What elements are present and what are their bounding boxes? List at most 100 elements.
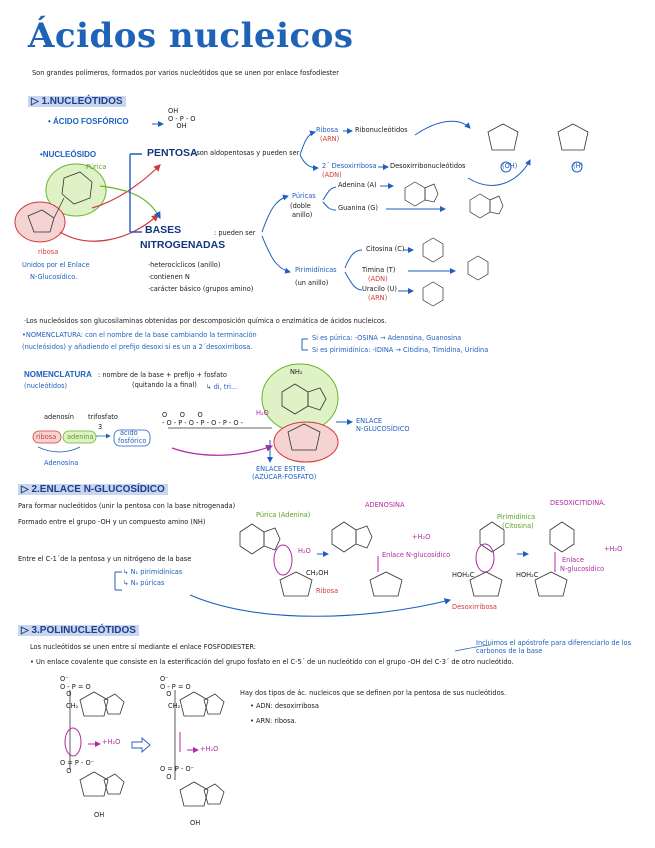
nomenclatura-line-1: •NOMENCLATURA: con el nombre de la base …: [22, 331, 257, 339]
s2-h2o-1: H₂O: [298, 547, 311, 555]
example-ribosa: ribosa: [36, 433, 57, 441]
s3-tipos: Hay dos tipos de ác. nucleicos que se de…: [240, 689, 507, 697]
note-glucosilaminas: ·Los nucleósidos son glucosilaminas obte…: [24, 317, 387, 325]
s3-phosphate-mid-2: O = P - O⁻ O: [160, 765, 195, 781]
pirimidinicas-label: Pirimidínicas: [295, 266, 337, 274]
s3-phosphate-mid-1: O = P - O⁻ O: [60, 759, 95, 775]
adenosina-title: ADENOSINA: [365, 501, 405, 509]
pirimidinicas-sub: (un anillo): [295, 279, 329, 287]
s3-arn: • ARN: ribosa.: [250, 717, 297, 725]
desoxirribosa-adn: (ADN): [322, 171, 342, 179]
enlace-ester-1: ENLACE ESTER: [256, 465, 306, 473]
enlace-n-glucosidico-s2: Enlace N-glucosídico: [382, 551, 451, 559]
hoh2c-label-2: HOH₂C: [516, 571, 539, 579]
section-3-heading: ▷ 3.POLINUCLEÓTIDOS: [18, 625, 139, 636]
intro-text: Son grandes polímeros, formados por vari…: [32, 69, 340, 77]
s3-phosphate-top-1: O⁻O - P = O O: [60, 675, 91, 699]
h-marker: (H): [573, 162, 584, 170]
nomenclatura-prefix: ↳ di, tri...: [206, 383, 238, 391]
enlace-s2-b: Enlace: [562, 556, 584, 564]
bases-label: BASES: [145, 224, 182, 236]
timina-adn: (ADN): [368, 275, 388, 283]
prop-3: ·carácter básico (grupos amino): [148, 285, 254, 293]
uracilo-label: Uracilo (U): [362, 285, 397, 293]
page-title: Ácidos nucleicos: [28, 16, 354, 56]
nomen-pirimidinica: Si es pirimidínica: -IDINA → Citidina, T…: [312, 346, 489, 354]
desoxirribonucleotidos-label: Desoxirribonucleótidos: [390, 162, 466, 170]
oh-marker: (OH): [502, 162, 518, 170]
nucleosido-label: •NUCLEÓSIDO: [40, 150, 97, 159]
union-label-1: Unidos por el Enlace: [22, 261, 90, 269]
desoxirribosa-s2: Desoxirribosa: [452, 603, 497, 611]
ribonucleotidos-label: Ribonucleótidos: [355, 126, 408, 134]
s2-line-3: Entre el C-1´de la pentosa y un nitrógen…: [18, 555, 192, 563]
union-label-2: N-Glucosídico.: [30, 273, 78, 281]
puricas-sub-2: anillo): [292, 211, 313, 219]
pentosa-desc: : son aldopentosas y pueden ser: [192, 149, 300, 157]
example-trifosfato: trifosfato: [88, 413, 118, 421]
example-adenosin: adenosín: [44, 413, 74, 421]
s3-line-2: • Un enlace covalente que consiste en la…: [30, 658, 514, 666]
guanina-label: Guanina (G): [338, 204, 378, 212]
s2-n9: ↳ N₉ púricas: [123, 579, 165, 587]
puricas-label: Púricas: [292, 192, 316, 200]
nitrogenadas-label: NITROGENADAS: [140, 239, 226, 251]
example-fosforico: fosfórico: [118, 437, 147, 445]
ribosa-arn: (ARN): [320, 135, 340, 143]
citosina-label-s2: (Citosina): [502, 522, 534, 530]
enlace-n-glucosidico-1: ENLACE: [356, 417, 383, 425]
ch2oh-label: CH₂OH: [306, 569, 329, 577]
desoxirribosa-option: 2´ Desoxirribosa: [322, 162, 377, 170]
s3-oh-2: OH: [190, 819, 201, 827]
citosina-label: Citosina (C): [366, 245, 405, 253]
s2-line-1: Para formar nucleótidos (unir la pentosa…: [18, 502, 236, 510]
prop-1: ·heterocíclicos (anillo): [148, 261, 221, 269]
atp-phosphate-chain: O O O- O - P - O - P - O - P - O -: [162, 411, 244, 427]
s3-ch2-2: CH₂: [168, 702, 181, 710]
section-1-heading: ▷ 1.NUCLEÓTIDOS: [28, 96, 126, 107]
nomenclatura-nucleotidos-title: NOMENCLATURA: [24, 370, 92, 379]
s3-plus-h2o-2: +H₂O: [200, 745, 219, 753]
s2-line-2: Formado entre el grupo -OH y un compuest…: [18, 518, 206, 526]
example-3: 3: [98, 423, 103, 431]
pirimidinica-label: Pirimidínica: [497, 513, 536, 521]
uracilo-arn: (ARN): [368, 294, 388, 302]
pentosa-label: PENTOSA: [147, 147, 198, 159]
enlace-ester-2: (AZÚCAR-FOSFATO): [252, 473, 317, 481]
ribosa-label: ribosa: [38, 248, 59, 256]
puricas-sub-1: (doble: [290, 202, 311, 210]
ribosa-option: Ribosa: [316, 126, 339, 134]
example-adenina: adenina: [67, 433, 94, 441]
nomenclatura-rule-2: (quitando la a final): [132, 381, 197, 389]
nomenclatura-rule-1: : nombre de la base + prefijo + fosfato: [98, 371, 227, 379]
hoh2c-label-1: HOH₂C: [452, 571, 475, 579]
purica-adenina-label: Púrica (Adenina): [256, 511, 311, 519]
desoxicitidina-title: DESOXICITIDINA.: [550, 499, 606, 507]
s3-phosphate-top-2: O⁻O - P = O O: [160, 675, 191, 699]
s3-plus-h2o-1: +H₂O: [102, 738, 121, 746]
bases-desc: : pueden ser: [214, 229, 256, 237]
adenina-label: Adenina (A): [338, 181, 377, 189]
ribosa-s2: Ribosa: [316, 587, 339, 595]
timina-label: Timina (T): [362, 266, 396, 274]
s3-line-1: Los nucleótidos se unen entre sí mediant…: [30, 643, 257, 651]
s3-note: Incluimos el apóstrofe para diferenciarl…: [476, 639, 632, 655]
nomenclatura-nucleotidos-sub: (nucleótidos): [24, 382, 68, 390]
nomenclatura-line-2: (nucleósidos) y añadiendo el prefijo des…: [22, 343, 253, 351]
s3-ch2-1: CH₂: [66, 702, 79, 710]
nomen-purica: Si es púrica: -OSINA → Adenosina, Guanos…: [312, 334, 462, 342]
enlace-s2-c: N-glucosídico: [560, 565, 605, 573]
purica-label: Púrica: [86, 163, 107, 171]
s3-oh-1: OH: [94, 811, 105, 819]
s3-adn: • ADN: desoxirribosa: [250, 702, 319, 710]
acido-fosforico-label: • ÁCIDO FOSFÓRICO: [48, 117, 129, 126]
s2-plus-h2o-2: +H₂O: [604, 545, 623, 553]
atp-nh2: NH₂: [290, 368, 303, 376]
s2-plus-h2o-1: +H₂O: [412, 533, 431, 541]
example-acido: ácido: [120, 429, 138, 437]
enlace-n-glucosidico-2: N-GLUCOSÍDICO: [356, 425, 410, 433]
section-2-heading: ▷ 2.ENLACE N-GLUCOSÍDICO: [18, 484, 168, 495]
s2-n1: ↳ N₁ pirimidínicas: [123, 568, 183, 576]
